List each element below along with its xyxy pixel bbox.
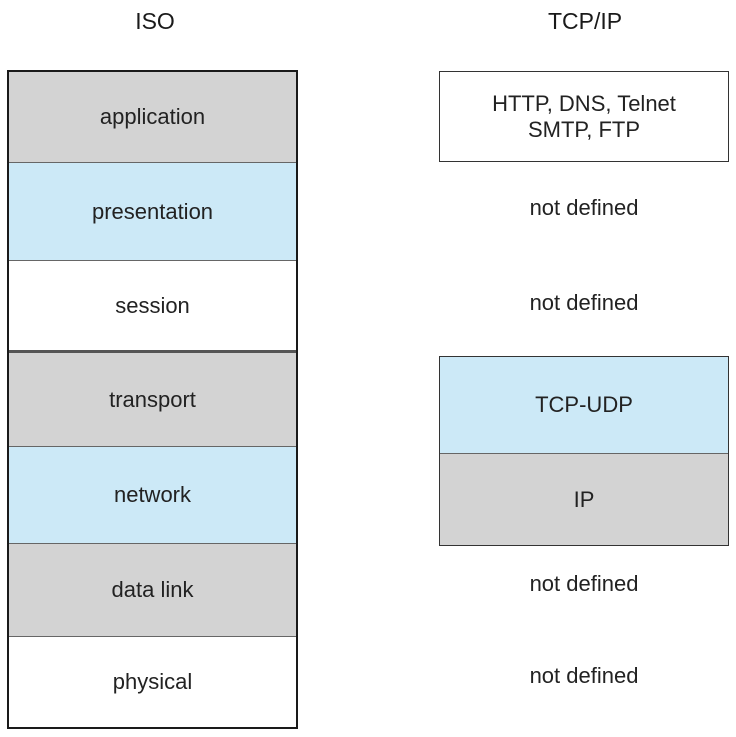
layer-divider (9, 446, 296, 447)
tcpip-session-label: not defined (529, 290, 639, 315)
tcpip-presentation-label: not defined (529, 195, 639, 220)
tcpip-application-line-2: SMTP, FTP (527, 116, 641, 142)
iso-layer-network: network (9, 447, 296, 543)
tcpip-application-line-1: HTTP, DNS, Telnet (492, 90, 676, 116)
iso-column-title: ISO (135, 8, 175, 34)
layer-divider (9, 260, 296, 261)
iso-layer-application: application (9, 72, 296, 162)
tcpip-data-link-label: not defined (529, 571, 639, 596)
tcpip-transport-network-box: TCP-UDP IP (439, 356, 729, 546)
iso-layer-data-link: data link (9, 544, 296, 636)
iso-layer-session: session (9, 261, 296, 350)
layer-divider (9, 543, 296, 544)
layer-divider (9, 350, 296, 353)
tcpip-application-box: HTTP, DNS, Telnet SMTP, FTP (439, 71, 729, 162)
tcpip-transport-layer: TCP-UDP (440, 357, 728, 453)
iso-layer-transport: transport (9, 353, 296, 446)
tcpip-physical-label: not defined (529, 663, 639, 688)
layer-divider (9, 162, 296, 163)
tcpip-network-layer: IP (440, 454, 728, 545)
iso-layer-stack: application presentation session transpo… (7, 70, 298, 729)
layer-divider (9, 636, 296, 637)
iso-layer-presentation: presentation (9, 163, 296, 260)
layer-divider (440, 453, 728, 454)
iso-layer-physical: physical (9, 637, 296, 727)
tcpip-column-title: TCP/IP (547, 8, 623, 34)
